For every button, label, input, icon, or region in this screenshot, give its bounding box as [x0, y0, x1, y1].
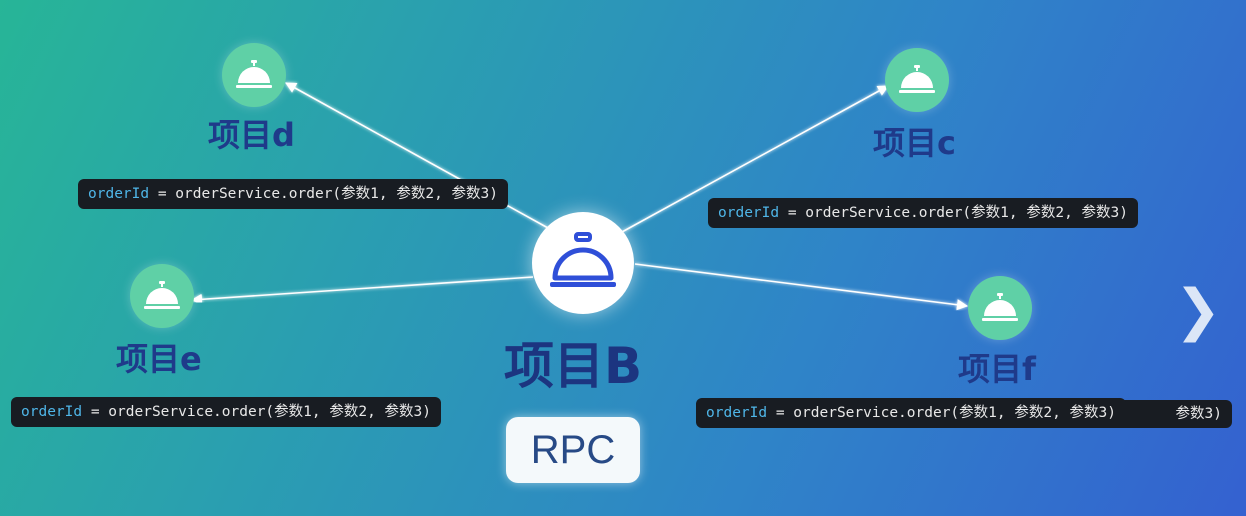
node-c [885, 48, 949, 112]
service-bell-icon [982, 293, 1018, 321]
code-expression: = orderService.order(参数1, 参数2, 参数3) [82, 404, 432, 420]
node-c-code: orderId = orderService.order(参数1, 参数2, 参… [708, 198, 1139, 228]
node-e [130, 264, 194, 328]
code-variable: orderId [21, 404, 83, 420]
node-f-code: orderId = orderService.order(参数1, 参数2, 参… [696, 398, 1127, 428]
next-slide-button[interactable]: ❯ [1174, 277, 1222, 343]
connector-to-f [634, 263, 969, 311]
center-label: 项目B [504, 337, 643, 395]
code-expression: = orderService.order(参数1, 参数2, 参数3) [779, 205, 1129, 221]
code-expression: = orderService.order(参数1, 参数2, 参数3) [149, 186, 499, 202]
code-expression: = orderService.order(参数1, 参数2, 参数3) [767, 405, 1117, 421]
node-f [968, 276, 1032, 340]
node-e-label: 项目e [116, 340, 202, 378]
service-bell-icon [899, 65, 935, 93]
connector-to-c [621, 85, 889, 233]
code-variable: orderId [88, 186, 150, 202]
code-variable: orderId [718, 205, 780, 221]
center-node [532, 212, 634, 314]
node-d-code: orderId = orderService.order(参数1, 参数2, 参… [78, 179, 509, 209]
code-variable: orderId [706, 405, 768, 421]
service-bell-icon [550, 232, 616, 287]
node-f-label: 项目f [958, 350, 1036, 388]
service-bell-icon [236, 60, 272, 88]
node-d-label: 项目d [208, 116, 295, 154]
rpc-badge: RPC [506, 417, 640, 483]
service-bell-icon [144, 281, 180, 309]
node-c-label: 项目c [873, 124, 956, 162]
connector-to-e [190, 276, 534, 305]
node-d [222, 43, 286, 107]
node-e-code: orderId = orderService.order(参数1, 参数2, 参… [11, 397, 442, 427]
